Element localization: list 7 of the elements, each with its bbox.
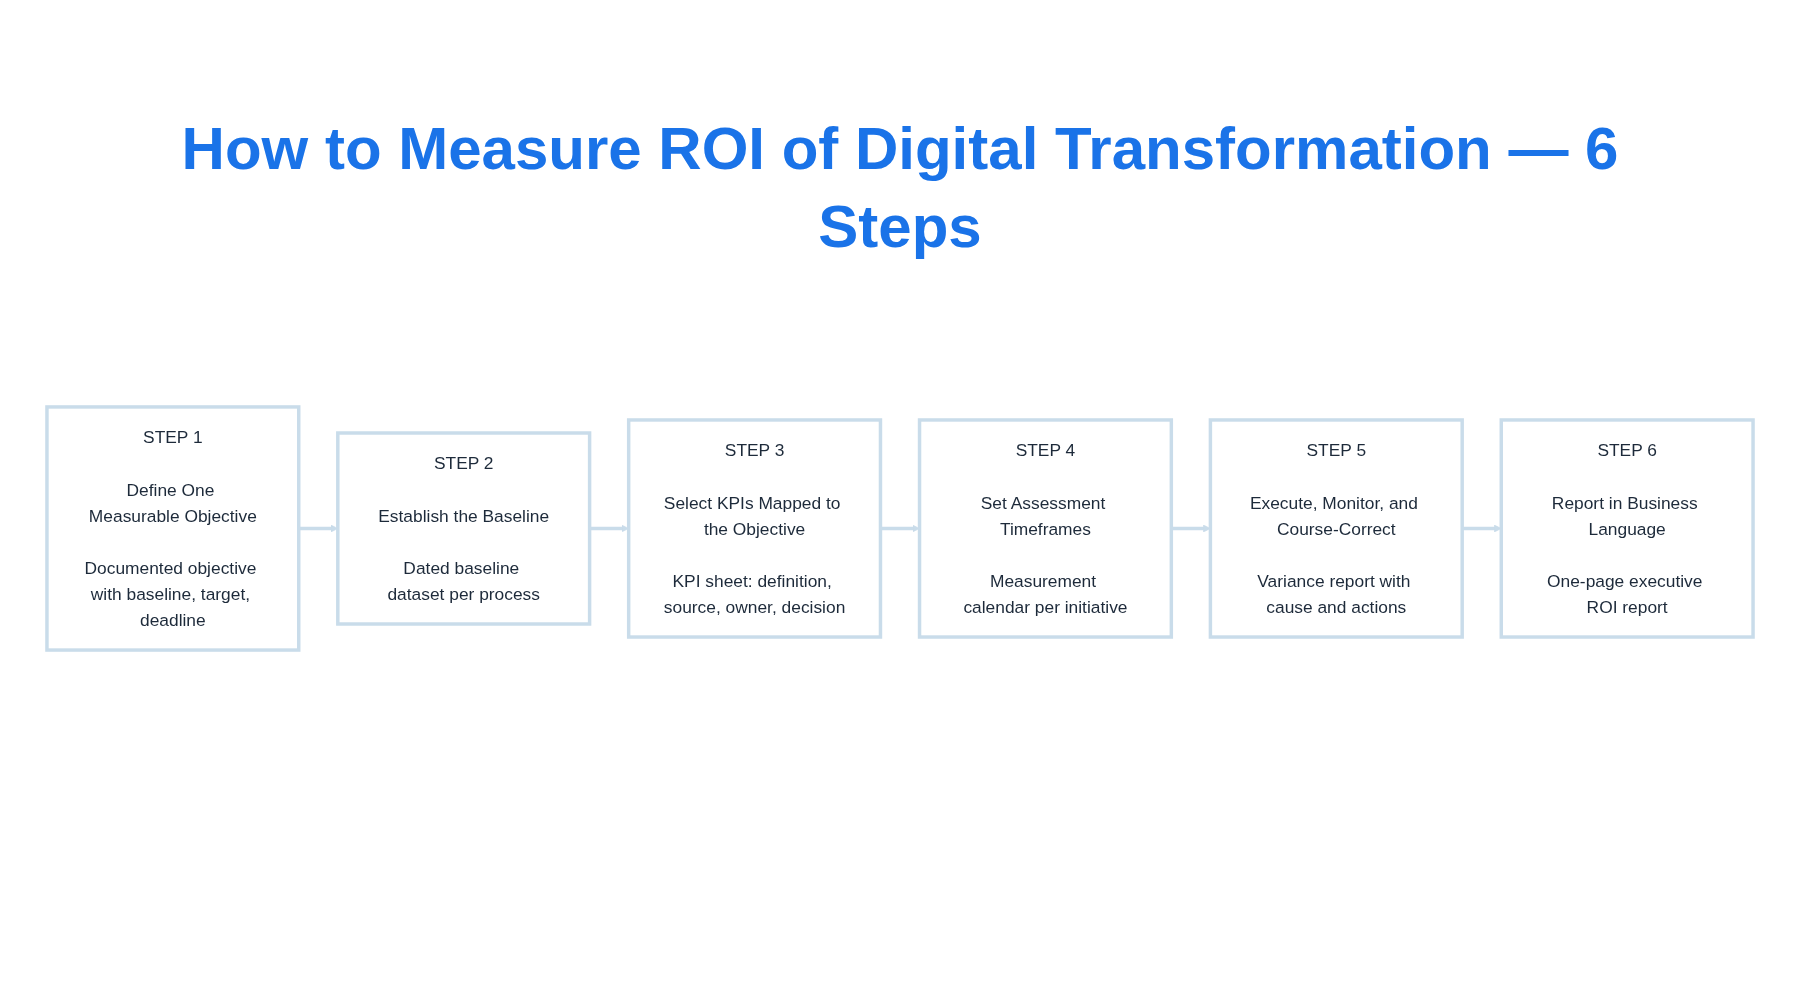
node-box: STEP 1 Define One Measurable Objective Documented objective with baseline, target, deadline — [45, 405, 301, 652]
title: How to Measure ROI of Digital Transformation — 6 Steps — [180, 114, 1620, 262]
node-box: STEP 6 Report in Business Language One-page executive ROI report — [1499, 418, 1755, 639]
node-box: STEP 5 Execute, Monitor, and Course-Correct Variance report with cause and actions — [1208, 418, 1464, 639]
node-box: STEP 2 Establish the Baseline Dated baseline dataset per process — [336, 431, 592, 626]
node-box: STEP 4 Set Assessment Timeframes Measurement calendar per initiative — [917, 418, 1174, 639]
node-box: STEP 3 Select KPIs Mapped to the Objective KPI sheet: definition, source, owner, decision — [626, 418, 883, 639]
